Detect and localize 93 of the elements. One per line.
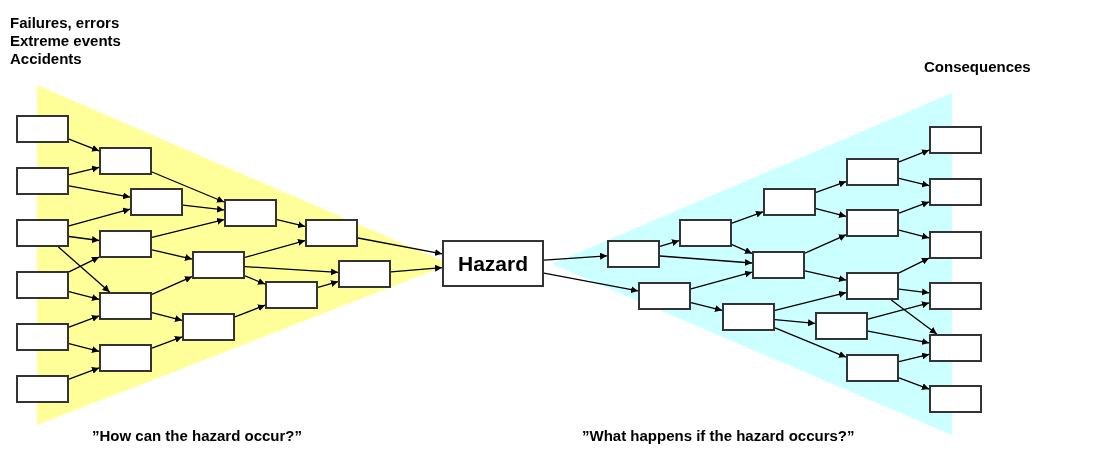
arrow [68,207,131,227]
event-box [815,312,868,340]
event-box [305,219,358,247]
arrow [659,255,753,266]
arrow [867,330,930,345]
event-box [99,344,152,372]
arrow [898,352,930,363]
event-box [265,281,318,309]
question-text: ”What happens if the hazard occurs?” [582,427,855,445]
arrow [357,237,443,256]
event-box [929,334,982,362]
event-box [16,375,69,403]
arrow [151,249,193,261]
event-box [679,219,732,247]
arrow [804,270,847,282]
event-box [846,209,899,237]
event-box [929,178,982,206]
arrow [151,336,183,349]
arrow [68,315,100,328]
event-box [607,240,660,268]
arrow [390,264,443,273]
event-box [16,323,69,351]
event-box [846,354,899,382]
arrow [151,312,183,322]
arrow [151,171,225,203]
arrow [731,243,753,255]
event-box [846,158,899,186]
event-box [224,199,277,227]
arrow [244,275,266,285]
arrow [774,327,847,358]
event-box [182,313,235,341]
arrow [898,377,930,390]
event-box [130,188,183,216]
event-box [99,147,152,175]
arrow [57,246,111,293]
arrow [68,291,100,301]
arrow [690,270,753,290]
arrow [898,149,930,163]
arrow [68,165,100,176]
cause-label: Extreme events [10,32,121,50]
event-box [929,231,982,259]
arrow [774,290,847,312]
arrow [804,234,847,254]
event-box [846,272,899,300]
event-box [16,115,69,143]
arrow [898,257,930,274]
event-box [763,188,816,216]
arrow [690,302,723,313]
arrow [898,177,930,188]
arrow [898,288,930,296]
arrow [867,301,930,320]
event-box [16,271,69,299]
arrow [898,201,930,214]
arrow [815,180,847,194]
arrow [68,367,100,380]
event-box [99,292,152,320]
arrow [244,239,306,259]
arrow [543,272,639,294]
event-box [929,282,982,310]
event-box [752,251,805,279]
arrow [774,318,816,327]
hazard-box: Hazard [442,240,544,287]
event-box [929,385,982,413]
arrow [151,276,193,295]
event-box [16,167,69,195]
arrow [151,217,225,239]
arrow [890,299,938,335]
arrow [68,256,100,273]
arrow [731,210,764,224]
arrow [815,208,847,218]
event-box [338,260,391,288]
arrow [659,239,680,247]
arrow [234,304,266,318]
cause-label: Accidents [10,50,82,68]
event-box [99,230,152,258]
event-box [929,126,982,154]
arrow [898,229,930,240]
arrow [68,343,100,353]
event-box [16,219,69,247]
arrow [68,138,100,152]
arrow [276,218,306,229]
arrow [68,185,131,200]
consequences-label: Consequences [924,58,1031,76]
cause-label: Failures, errors [10,14,120,32]
event-box [722,303,775,331]
arrow [543,252,608,261]
arrow [244,266,339,276]
event-box [192,251,245,279]
arrow [68,235,100,244]
arrow [317,280,339,289]
arrow [182,204,225,213]
question-text: ”How can the hazard occur?” [92,427,303,445]
event-box [638,282,691,310]
